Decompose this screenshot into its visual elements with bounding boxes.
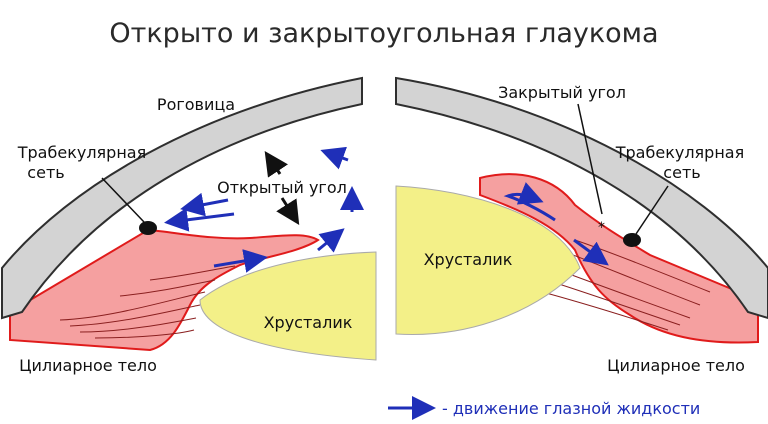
left-trabecular-meshwork	[139, 221, 157, 235]
right-lens	[395, 185, 581, 335]
right-trabecular-label-line2: сеть	[663, 163, 700, 182]
left-flow-arrows	[164, 146, 364, 273]
left-lens	[199, 251, 377, 361]
right-trabecular-leader	[635, 185, 669, 235]
right-trabecular-label-line1: Трабекулярная	[615, 143, 744, 162]
left-cornea-label: Роговица	[157, 95, 235, 114]
left-cornea	[1, 76, 363, 320]
left-lens-label: Хрусталик	[264, 313, 353, 332]
right-ciliary-label: Цилиарное тело	[607, 356, 745, 375]
legend-text: - движение глазной жидкости	[442, 399, 700, 418]
page-title: Открыто и закрытоугольная глаукома	[109, 18, 658, 49]
left-trabecular-leader	[101, 177, 145, 223]
left-ciliary-label: Цилиарное тело	[19, 356, 157, 375]
angle-block-marker: *	[598, 220, 605, 236]
right-flow-arrows	[503, 182, 609, 266]
left-ciliary-fibers	[59, 265, 236, 339]
open-angle-panel: Роговица Трабекулярная сеть Открытый уго…	[1, 76, 377, 375]
legend: - движение глазной жидкости	[388, 396, 700, 420]
right-trabecular-meshwork	[623, 233, 641, 247]
left-trabecular-label-line1: Трабекулярная	[17, 143, 146, 162]
left-trabecular-label-line2: сеть	[27, 163, 64, 182]
closed-angle-leader	[577, 103, 603, 215]
closed-angle-label: Закрытый угол	[498, 83, 626, 102]
right-cornea	[395, 76, 768, 320]
open-angle-label: Открытый угол	[217, 178, 347, 197]
closed-angle-panel: * Закрытый угол Трабекулярная сеть Хруст…	[395, 76, 768, 375]
right-lens-label: Хрусталик	[424, 250, 513, 269]
left-pointer-arrows	[264, 151, 300, 226]
